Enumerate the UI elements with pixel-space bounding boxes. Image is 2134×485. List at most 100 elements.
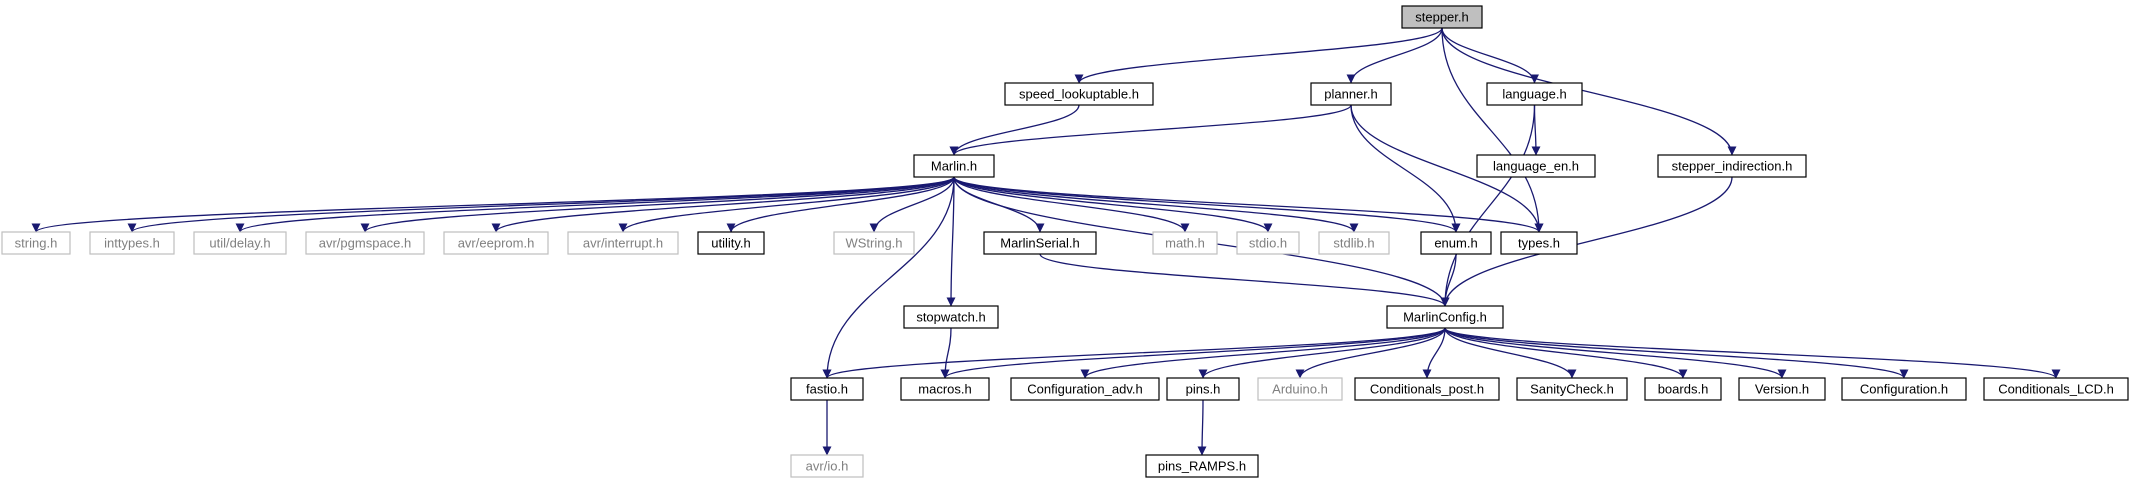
node-arduino[interactable]: Arduino.h bbox=[1257, 377, 1343, 401]
node-inttypes[interactable]: inttypes.h bbox=[89, 231, 175, 255]
node-avr-eeprom[interactable]: avr/eeprom.h bbox=[443, 231, 549, 255]
node-sanitycheck[interactable]: SanityCheck.h bbox=[1516, 377, 1628, 401]
node-language[interactable]: language.h bbox=[1486, 82, 1583, 106]
node-utility[interactable]: utility.h bbox=[697, 231, 765, 255]
node-stdio[interactable]: stdio.h bbox=[1236, 231, 1300, 255]
node-stepper-indirection[interactable]: stepper_indirection.h bbox=[1657, 154, 1807, 178]
node-pins-ramps[interactable]: pins_RAMPS.h bbox=[1145, 454, 1259, 478]
node-label: stdlib.h bbox=[1333, 236, 1374, 251]
node-pins[interactable]: pins.h bbox=[1166, 377, 1240, 401]
edge bbox=[1444, 327, 1909, 379]
node-box bbox=[900, 377, 990, 401]
node-box bbox=[1145, 454, 1259, 478]
edge bbox=[1440, 104, 1536, 307]
node-box bbox=[1004, 82, 1154, 106]
node-util-delay[interactable]: util/delay.h bbox=[193, 231, 287, 255]
node-boards[interactable]: boards.h bbox=[1644, 377, 1722, 401]
edge bbox=[1346, 27, 1443, 84]
node-box bbox=[1500, 231, 1578, 255]
node-label: avr/io.h bbox=[806, 459, 849, 474]
node-conditionals-post[interactable]: Conditionals_post.h bbox=[1354, 377, 1500, 401]
node-conditionals-lcd[interactable]: Conditionals_LCD.h bbox=[1983, 377, 2129, 401]
edge bbox=[1441, 27, 1539, 84]
edge-marlinconfig-to-configuration-adv bbox=[1080, 327, 1446, 379]
node-version[interactable]: Version.h bbox=[1738, 377, 1826, 401]
edge-enum-to-marlinconfig bbox=[1440, 253, 1457, 307]
node-math[interactable]: math.h bbox=[1152, 231, 1218, 255]
edge bbox=[953, 176, 1273, 233]
node-language-en[interactable]: language_en.h bbox=[1476, 154, 1596, 178]
edge-marlin-to-avr-eeprom bbox=[491, 176, 955, 233]
node-box bbox=[1310, 82, 1392, 106]
node-stdlib[interactable]: stdlib.h bbox=[1318, 231, 1390, 255]
node-types[interactable]: types.h bbox=[1500, 231, 1578, 255]
edge-pins-to-pins-ramps bbox=[1197, 399, 1207, 456]
node-configuration[interactable]: Configuration.h bbox=[1841, 377, 1967, 401]
edge-planner-to-marlin bbox=[949, 104, 1352, 156]
edge-marlinconfig-to-boards bbox=[1444, 327, 1688, 379]
node-box bbox=[1738, 377, 1826, 401]
node-marlinconfig[interactable]: MarlinConfig.h bbox=[1386, 305, 1504, 329]
node-label: Marlin.h bbox=[931, 159, 977, 174]
node-avr-interrupt[interactable]: avr/interrupt.h bbox=[567, 231, 679, 255]
edge bbox=[1440, 253, 1457, 307]
node-label: avr/eeprom.h bbox=[458, 236, 535, 251]
node-macros[interactable]: macros.h bbox=[900, 377, 990, 401]
edge bbox=[491, 176, 955, 233]
edge bbox=[1295, 327, 1446, 379]
node-configuration-adv[interactable]: Configuration_adv.h bbox=[1010, 377, 1160, 401]
edge-marlin-to-stdio bbox=[953, 176, 1273, 233]
node-box bbox=[697, 231, 765, 255]
edge bbox=[1441, 27, 1544, 233]
node-label: macros.h bbox=[918, 382, 971, 397]
node-speed-lookuptable[interactable]: speed_lookuptable.h bbox=[1004, 82, 1154, 106]
edge-stepper-to-types bbox=[1441, 27, 1544, 233]
edge-marlinconfig-to-conditionals-lcd bbox=[1444, 327, 2061, 379]
edge bbox=[1350, 104, 1544, 233]
edge bbox=[1039, 253, 1450, 307]
edge-stepper-indirection-to-marlinconfig bbox=[1440, 176, 1733, 307]
node-label: pins_RAMPS.h bbox=[1158, 459, 1246, 474]
edge-layer bbox=[31, 27, 2061, 456]
node-layer: stepper.h speed_lookuptable.h planner.h lan… bbox=[1, 5, 2129, 478]
edge bbox=[946, 176, 956, 307]
edge bbox=[953, 176, 1359, 233]
node-avr-io[interactable]: avr/io.h bbox=[790, 454, 864, 478]
node-box bbox=[1318, 231, 1390, 255]
node-box bbox=[903, 305, 999, 329]
node-box bbox=[1166, 377, 1240, 401]
edge bbox=[1444, 327, 1787, 379]
node-marlinserial[interactable]: MarlinSerial.h bbox=[983, 231, 1097, 255]
edge-marlinconfig-to-conditionals-post bbox=[1422, 327, 1446, 379]
node-label: fastio.h bbox=[806, 382, 848, 397]
edge-marlinconfig-to-macros bbox=[940, 327, 1446, 379]
edge-marlinconfig-to-arduino bbox=[1295, 327, 1446, 379]
node-label: avr/interrupt.h bbox=[583, 236, 663, 251]
edge-stopwatch-to-macros bbox=[940, 327, 952, 379]
node-label: SanityCheck.h bbox=[1530, 382, 1614, 397]
node-box bbox=[567, 231, 679, 255]
node-label: speed_lookuptable.h bbox=[1019, 87, 1139, 102]
node-stopwatch[interactable]: stopwatch.h bbox=[903, 305, 999, 329]
edge-planner-to-enum bbox=[1350, 104, 1461, 233]
node-planner[interactable]: planner.h bbox=[1310, 82, 1392, 106]
node-label: MarlinConfig.h bbox=[1403, 310, 1487, 325]
edge-marlin-to-inttypes bbox=[127, 176, 955, 233]
node-label: string.h bbox=[15, 236, 58, 251]
edge-marlinconfig-to-configuration bbox=[1444, 327, 1909, 379]
edge bbox=[953, 176, 1461, 233]
node-fastio[interactable]: fastio.h bbox=[790, 377, 864, 401]
edge bbox=[1440, 176, 1733, 307]
edge-marlin-to-stdlib bbox=[953, 176, 1359, 233]
edge-marlin-to-stopwatch bbox=[946, 176, 956, 307]
node-label: stepper_indirection.h bbox=[1672, 159, 1793, 174]
node-wstring[interactable]: WString.h bbox=[833, 231, 915, 255]
edge-marlin-to-enum bbox=[953, 176, 1461, 233]
node-enum[interactable]: enum.h bbox=[1420, 231, 1492, 255]
edge bbox=[235, 176, 955, 233]
node-string[interactable]: string.h bbox=[1, 231, 71, 255]
node-stepper[interactable]: stepper.h bbox=[1401, 5, 1483, 29]
node-avr-pgmspace[interactable]: avr/pgmspace.h bbox=[305, 231, 425, 255]
node-box bbox=[790, 377, 864, 401]
node-marlin[interactable]: Marlin.h bbox=[913, 154, 995, 178]
